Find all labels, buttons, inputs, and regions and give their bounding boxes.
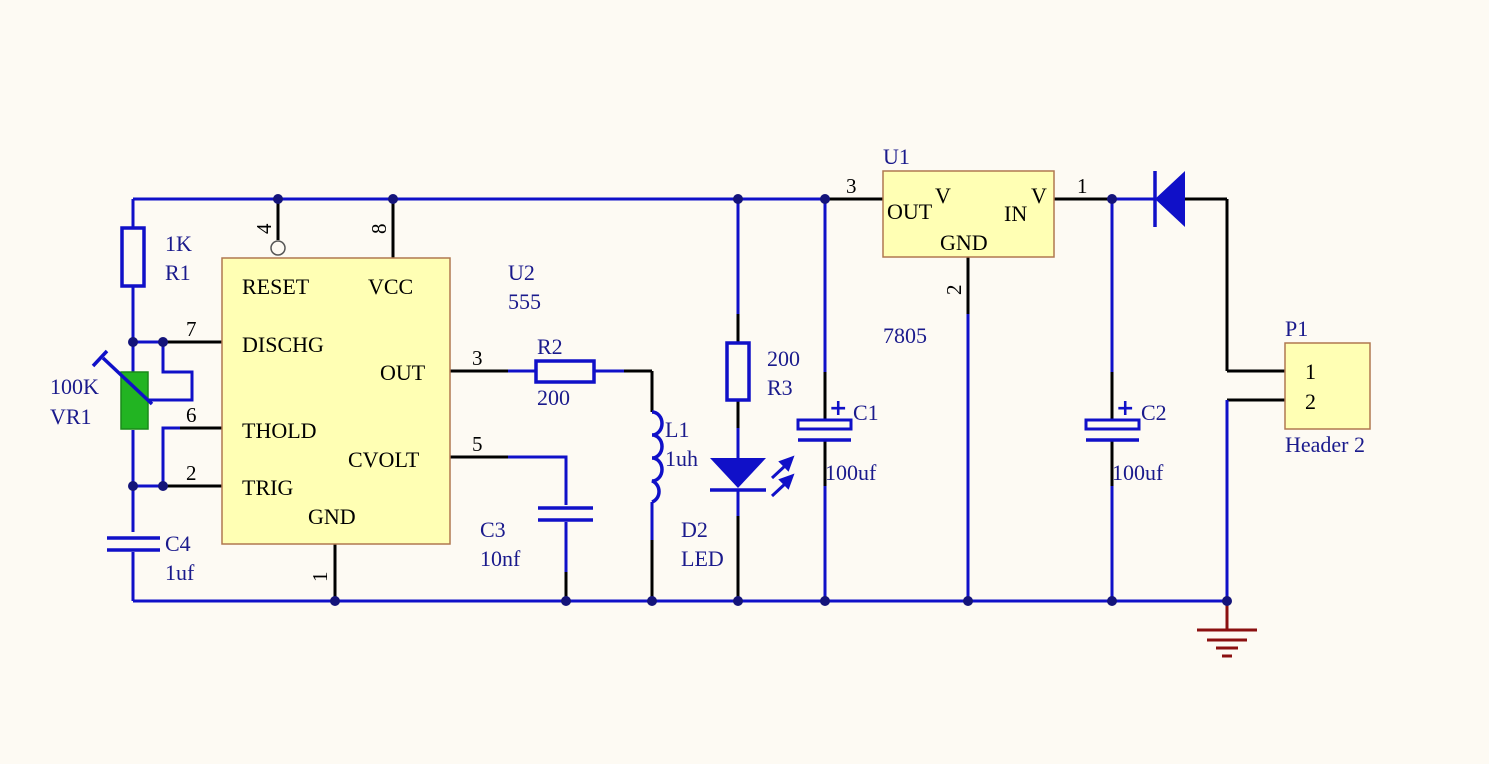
l1-value-label: 1uh [665,446,698,471]
c1-electrolytic-capacitor[interactable]: + C1 100uf [796,396,879,485]
r2-resistor[interactable]: R2 200 [534,334,596,410]
junctions [128,194,1232,606]
c3-capacitor[interactable]: C3 10nf [480,506,593,571]
u2-pin-number-6: 6 [186,403,197,427]
u1-pin-number-2: 2 [942,285,966,296]
junction-dot [820,596,830,606]
u2-pin-thold-label: THOLD [242,418,317,443]
u2-pin-number-5: 5 [472,432,483,456]
c2-polarity-plus-icon: + [1116,396,1134,421]
ground-icon [1197,628,1257,658]
u2-pin-out-label: OUT [380,360,426,385]
c3-value-label: 10nf [480,546,521,571]
led-triangle-icon [710,458,766,488]
vr1-ref-label: VR1 [50,404,92,429]
junction-dot [820,194,830,204]
junction-dot [561,596,571,606]
u1-pin-out-v-label: V [935,183,951,208]
wires [131,197,1285,630]
u1-voltage-regulator[interactable]: OUT V IN V GND 3 1 2 U1 7805 [846,144,1088,348]
u2-pin-number-1: 1 [308,572,332,583]
input-diode[interactable] [1153,171,1185,227]
p1-pin2-label: 2 [1305,389,1316,414]
junction-dot [158,337,168,347]
vr1-potentiometer[interactable]: 100K VR1 [50,349,154,430]
junction-dot [273,194,283,204]
u2-ref-label: U2 [508,260,535,285]
c2-value-label: 100uf [1112,460,1164,485]
u2-pin-dischg-label: DISCHG [242,332,324,357]
p1-header-connector[interactable]: 1 2 P1 Header 2 [1284,316,1371,457]
d2-led[interactable]: D2 LED [681,455,795,571]
junction-dot [388,194,398,204]
junction-dot [963,596,973,606]
junction-dot [733,596,743,606]
junction-dot [1107,596,1117,606]
c1-value-label: 100uf [825,460,877,485]
d2-ref-label: D2 [681,517,708,542]
u2-pin-gnd-label: GND [308,504,356,529]
u2-pin-number-7: 7 [186,317,197,341]
junction-dot [647,596,657,606]
d2-value-label: LED [681,546,724,571]
u1-ref-label: U1 [883,144,910,169]
junction-dot [330,596,340,606]
u2-timer-ic[interactable]: RESET VCC DISCHG OUT THOLD CVOLT TRIG GN… [186,223,541,582]
p1-value-label: Header 2 [1285,432,1365,457]
c4-ref-label: C4 [165,531,191,556]
u2-pin-number-2: 2 [186,461,197,485]
r2-value-label: 200 [537,385,570,410]
c4-value-label: 1uf [165,560,195,585]
c4-capacitor[interactable]: C4 1uf [107,531,195,585]
r1-ref-label: R1 [165,260,191,285]
u2-value-label: 555 [508,289,541,314]
r2-ref-label: R2 [537,334,563,359]
u2-pin-number-8: 8 [367,224,391,235]
junction-dot [158,481,168,491]
junction-dot [1222,596,1232,606]
r3-resistor[interactable]: 200 R3 [725,341,800,402]
junction-dot [128,337,138,347]
p1-ref-label: P1 [1285,316,1308,341]
r3-ref-label: R3 [767,375,793,400]
u2-pin-trig-label: TRIG [242,475,293,500]
p1-pin1-label: 1 [1305,359,1316,384]
c3-ref-label: C3 [480,517,506,542]
l1-ref-label: L1 [665,417,689,442]
l1-inductor[interactable]: L1 1uh [651,410,698,504]
junction-dot [733,194,743,204]
r1-resistor[interactable]: 1K R1 [120,226,192,288]
u2-pin-number-4: 4 [252,223,276,234]
vr1-wiper-arrow-icon [101,356,154,406]
diode-triangle-icon [1155,171,1185,227]
u1-value-label: 7805 [883,323,927,348]
c1-ref-label: C1 [853,400,879,425]
u1-pin-number-3: 3 [846,174,857,198]
c2-electrolytic-capacitor[interactable]: + C2 100uf [1084,396,1167,485]
u1-pin-gnd-label: GND [940,230,988,255]
c2-ref-label: C2 [1141,400,1167,425]
junction-dot [128,481,138,491]
reset-inverted-bubble-icon [270,240,286,256]
u2-pin-cvolt-label: CVOLT [348,447,420,472]
u1-pin-number-1: 1 [1077,174,1088,198]
vr1-value-label: 100K [50,374,99,399]
junction-dot [1107,194,1117,204]
c1-polarity-plus-icon: + [829,396,847,421]
u2-pin-reset-label: RESET [242,274,310,299]
r3-value-label: 200 [767,346,800,371]
u1-pin-in-v-label: V [1031,183,1047,208]
u1-pin-out-label: OUT [887,199,933,224]
u2-pin-number-3: 3 [472,346,483,370]
r1-value-label: 1K [165,231,192,256]
u2-pin-vcc-label: VCC [368,274,413,299]
u1-pin-in-label: IN [1004,201,1027,226]
light-emission-arrows-icon [770,455,795,498]
